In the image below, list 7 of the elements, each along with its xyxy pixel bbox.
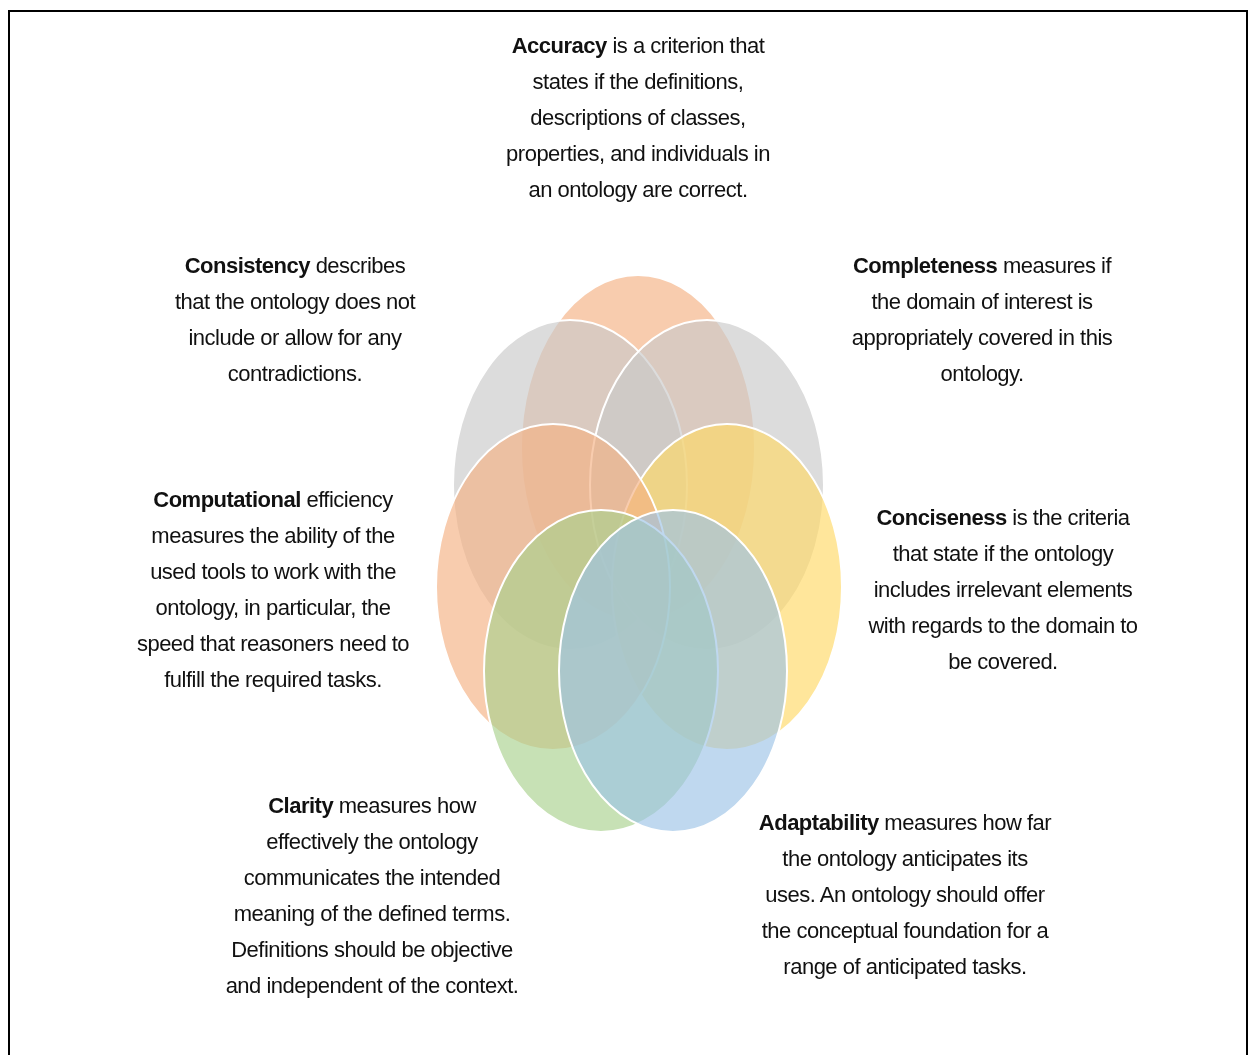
- criterion-description: Completeness measures if the domain of interest is appropriately covered in this ontology.: [850, 252, 1114, 388]
- criterion-description: Conciseness is the criteria that state if the ontology includes irrelevant elements with regards to the domain to be covered.: [867, 504, 1139, 676]
- criterion-description: Clarity measures how effectively the ontology communicates the intended meaning of the defined terms. Definitions should be objective and independent of the context.: [224, 792, 520, 1000]
- criterion-description: Consistency describes that the ontology does not include or allow for any contradictions.: [173, 252, 417, 388]
- criterion-description: Accuracy is a criterion that states if the definitions, descriptions of classes, properties, and individuals in an ontology are correct.: [505, 32, 771, 204]
- criterion-description: Adaptability measures how far the ontology anticipates its uses. An ontology should offer the conceptual foundation for a range of anticipated tasks.: [757, 809, 1053, 981]
- criterion-description: Computational efficiency measures the ability of the used tools to work with the ontology, in particular, the speed that reasoners need to fulfill the required tasks.: [135, 486, 411, 694]
